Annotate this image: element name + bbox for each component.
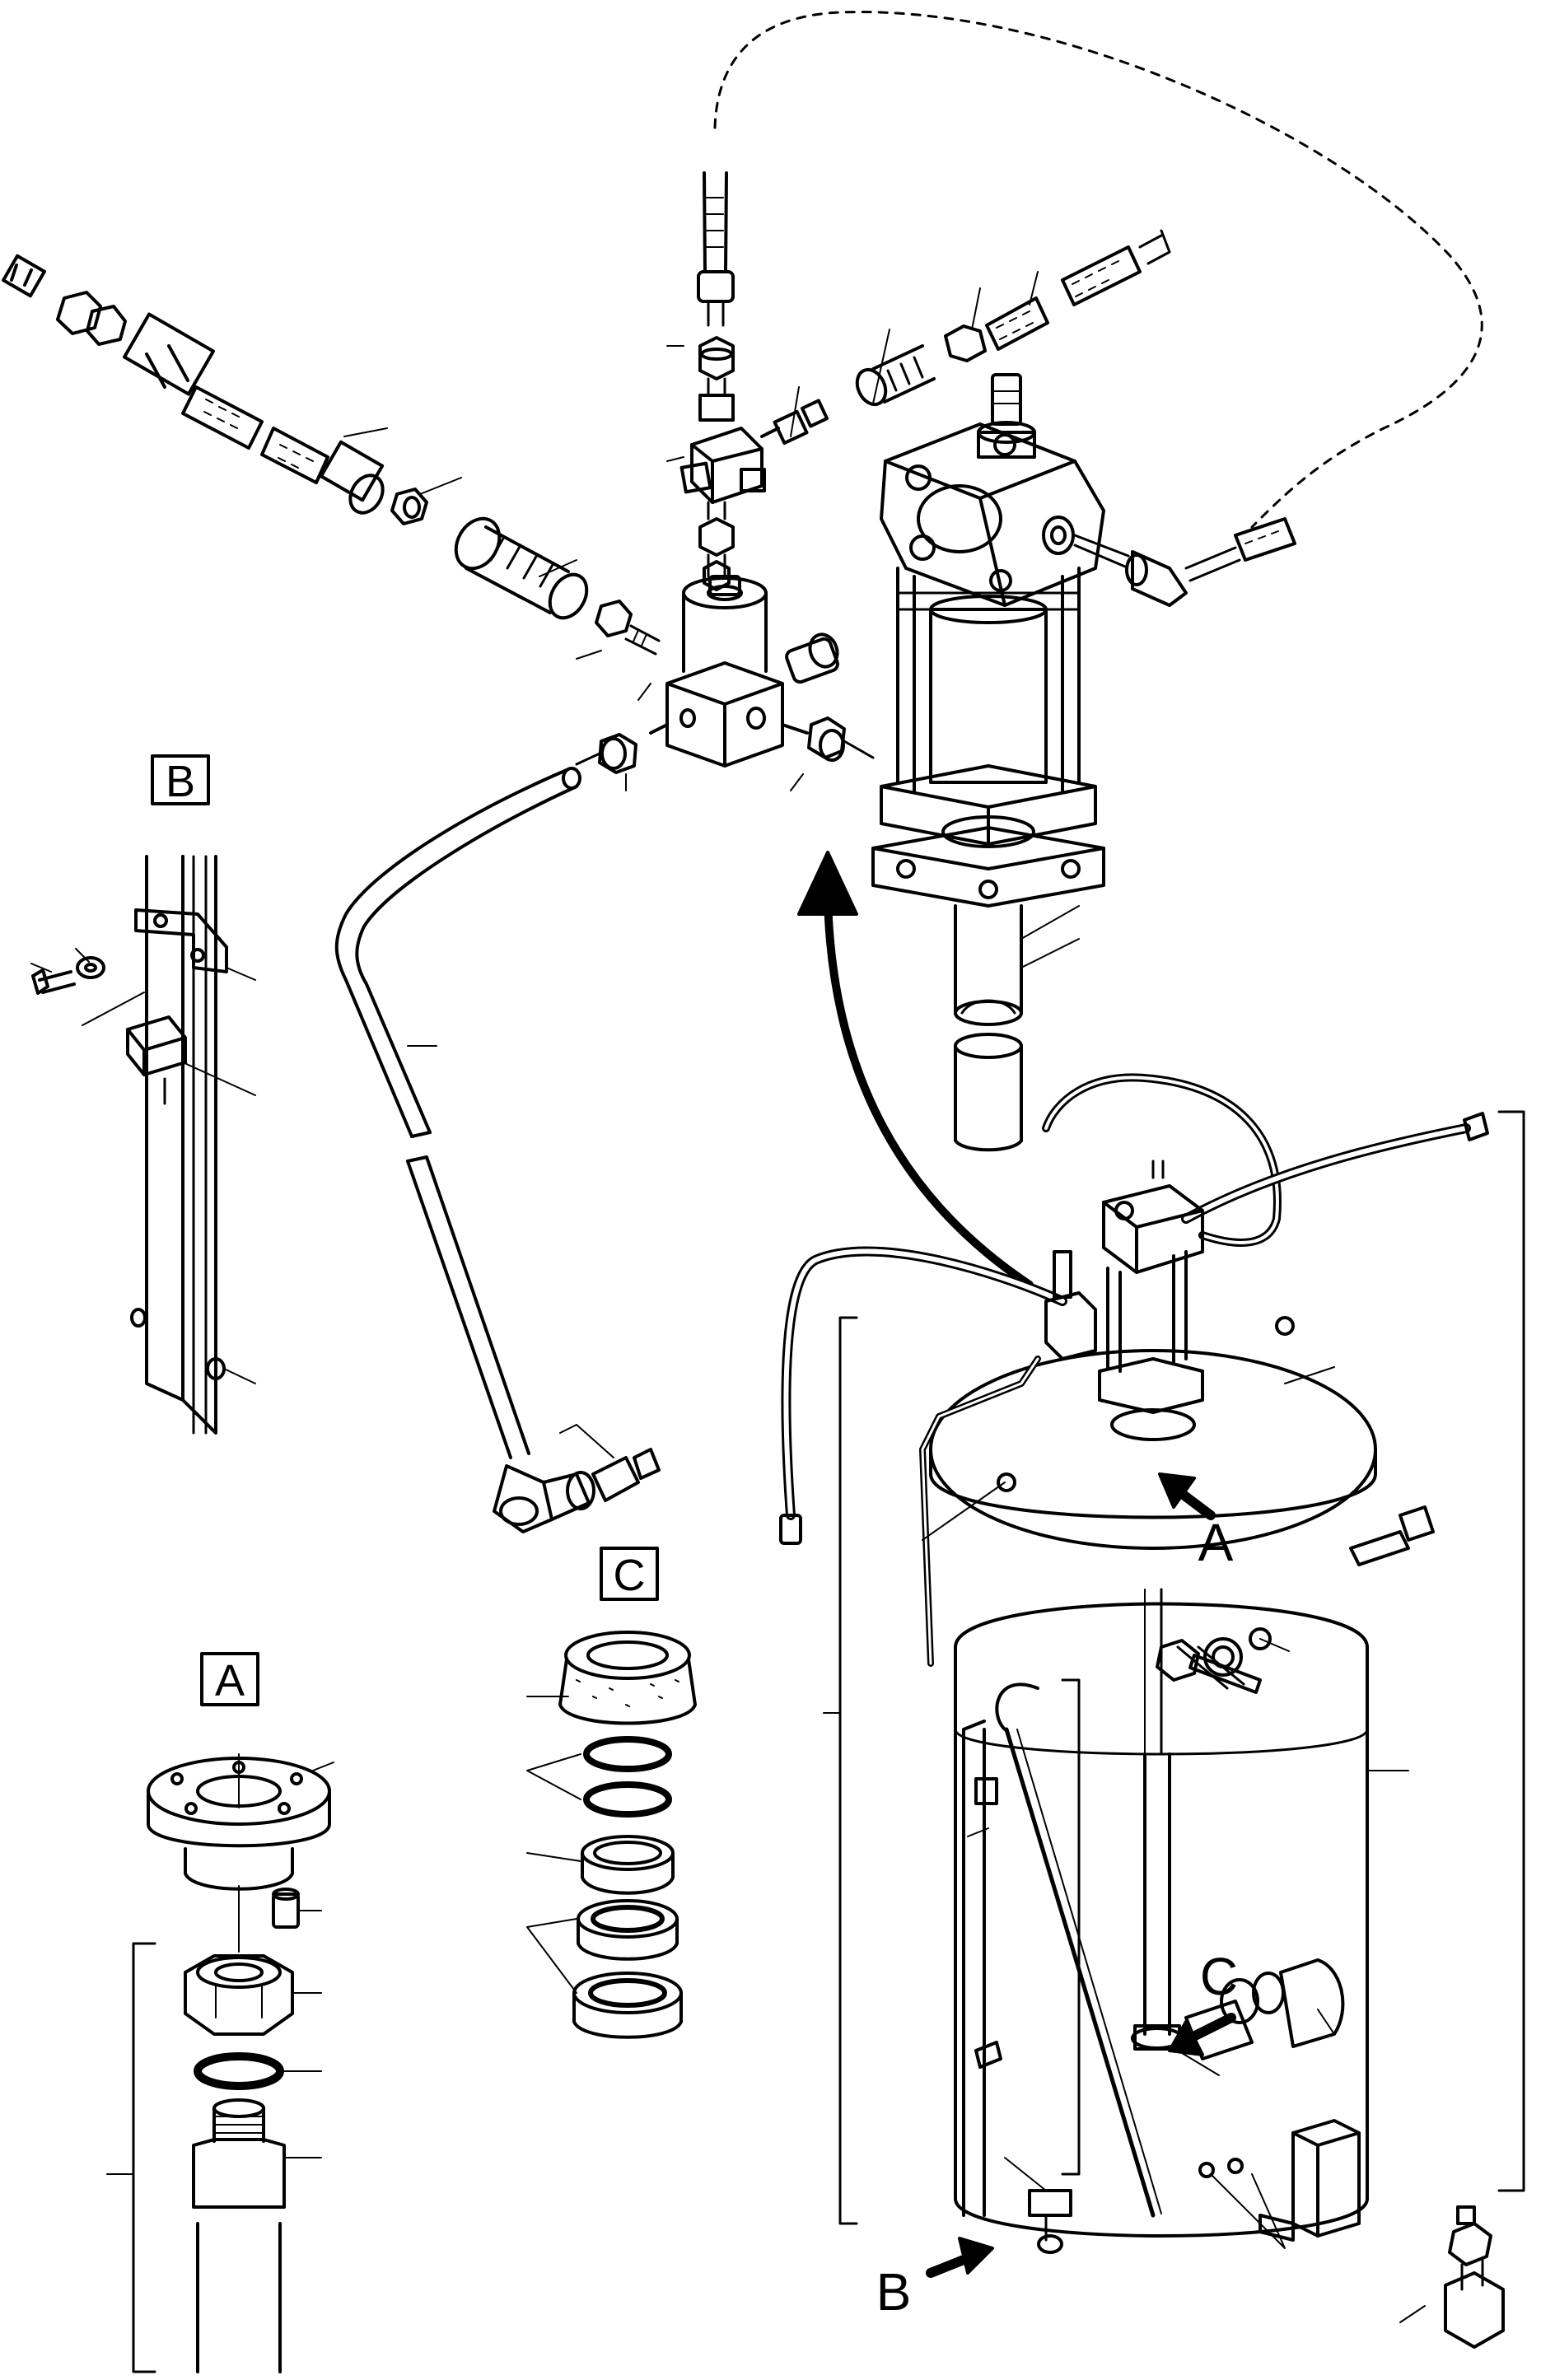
- arrow-c-label: C: [1200, 1947, 1238, 2006]
- arrow-b-label: B: [876, 2262, 912, 2322]
- arrow-a: A: [1158, 1472, 1234, 1572]
- arrow-c: C: [1168, 1947, 1238, 2056]
- detail-c-seal-stack: C: [526, 1547, 697, 2039]
- assembly-arrow: [797, 851, 1034, 1289]
- supply-tube: [334, 767, 581, 1459]
- air-supply-hose: [760, 229, 1171, 446]
- lid-bolt: [1349, 1505, 1435, 1566]
- arrow-a-label: A: [1198, 1513, 1234, 1572]
- upper-air-hose: [713, 11, 1483, 529]
- arrow-b: B: [876, 2237, 994, 2322]
- detail-a-flange-nut-stack: A: [106, 1652, 334, 2373]
- drum-tank: [779, 1073, 1525, 2349]
- manifold-block: [575, 575, 875, 791]
- detail-b-label: B: [166, 757, 195, 806]
- detail-c-label: C: [614, 1551, 646, 1600]
- detail-b-box: [151, 754, 210, 805]
- detail-a-box: [200, 1652, 259, 1706]
- detail-b-bracket: B: [30, 754, 256, 1435]
- elbow-fitting: [493, 1424, 661, 1533]
- output-hose-line: [666, 171, 766, 591]
- detail-a-label: A: [215, 1656, 245, 1706]
- detail-c-box: [600, 1547, 659, 1601]
- pump-assembly: [871, 373, 1296, 1152]
- air-regulator-line: [2, 254, 661, 660]
- drain-fitting: [1399, 2205, 1505, 2349]
- drum-air-hose: [1042, 1073, 1282, 1247]
